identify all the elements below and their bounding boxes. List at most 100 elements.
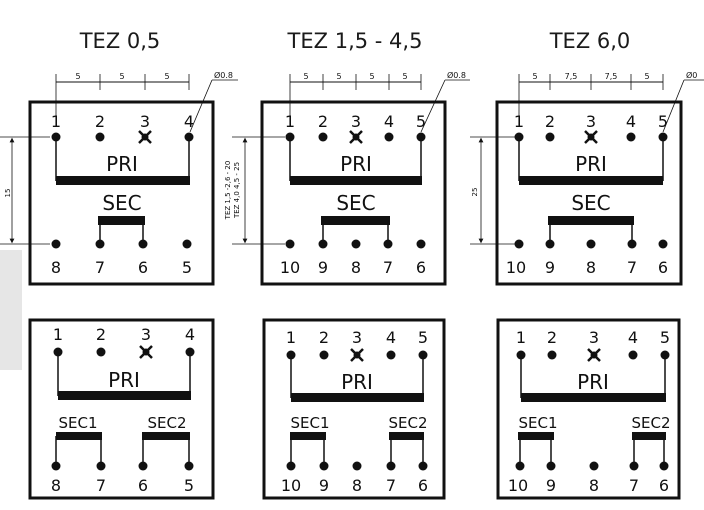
pin-number: 7 xyxy=(627,258,637,277)
pin-number: 7 xyxy=(383,258,393,277)
missing-pin-icon xyxy=(584,130,598,144)
package-outline xyxy=(262,318,446,500)
pin-number: 5 xyxy=(660,328,670,347)
spacing-label: 5 xyxy=(369,72,374,81)
pin-number: 6 xyxy=(658,258,668,277)
pin-number: 3 xyxy=(140,112,150,131)
pin-number: 8 xyxy=(352,476,362,495)
pin-number: 6 xyxy=(416,258,426,277)
primary-winding-bar xyxy=(291,393,424,402)
secondary-1-label: SEC1 xyxy=(58,414,97,432)
diagram-tez-6-0-single: 5 7,5 7,5 5 Ø0 25 1 2 3 4 5 PRI SEC 10 xyxy=(470,70,704,286)
spacing-label: 5 xyxy=(119,72,124,81)
pin-number: 5 xyxy=(418,328,428,347)
pin-diameter-label: Ø0 xyxy=(686,70,697,80)
pin-number: 9 xyxy=(545,258,555,277)
side-dimension-label: TEZ 1,5 -2,6 - 20 xyxy=(224,161,232,221)
primary-winding-bar xyxy=(519,176,663,185)
pin-number: 5 xyxy=(184,476,194,495)
pin-number: 10 xyxy=(281,476,301,495)
pin-diameter-label: Ø0.8 xyxy=(214,70,233,80)
pin-number: 1 xyxy=(285,112,295,131)
pin-number: 7 xyxy=(95,258,105,277)
secondary-winding-bar xyxy=(98,216,145,225)
pin-number: 2 xyxy=(547,328,557,347)
secondary-label: SEC xyxy=(571,191,610,215)
spacing-label: 5 xyxy=(164,72,169,81)
pin-number: 2 xyxy=(95,112,105,131)
pin-number: 1 xyxy=(516,328,526,347)
spacing-label: 5 xyxy=(75,72,80,81)
pin-number: 1 xyxy=(286,328,296,347)
pin-number: 7 xyxy=(96,476,106,495)
pin-number: 6 xyxy=(138,476,148,495)
pin-number: 8 xyxy=(351,258,361,277)
secondary-1-winding-bar xyxy=(56,432,102,440)
spacing-label: 5 xyxy=(402,72,407,81)
pin-number: 7 xyxy=(386,476,396,495)
missing-pin-icon xyxy=(138,130,152,144)
pin-number: 10 xyxy=(506,258,526,277)
pin-number: 8 xyxy=(589,476,599,495)
pin-number: 2 xyxy=(318,112,328,131)
pin-number: 6 xyxy=(418,476,428,495)
missing-pin-icon xyxy=(139,345,153,359)
pin-number: 4 xyxy=(386,328,396,347)
pin-number: 1 xyxy=(514,112,524,131)
pin-number: 1 xyxy=(53,325,63,344)
package-outline xyxy=(495,100,683,286)
primary-label: PRI xyxy=(575,152,607,176)
missing-pin-icon xyxy=(350,348,364,362)
secondary-2-label: SEC2 xyxy=(631,414,670,432)
pin-number: 4 xyxy=(184,112,194,131)
pin-number: 10 xyxy=(508,476,528,495)
diagram-tez-0-5-single: 5 5 5 Ø0.8 15 1 2 3 4 PRI SEC 8 xyxy=(0,70,238,286)
pin-number: 5 xyxy=(416,112,426,131)
primary-winding-bar xyxy=(56,176,190,185)
pin-number: 9 xyxy=(318,258,328,277)
secondary-label: SEC xyxy=(336,191,375,215)
pin-number: 6 xyxy=(138,258,148,277)
pin-number: 1 xyxy=(51,112,61,131)
secondary-1-label: SEC1 xyxy=(290,414,329,432)
spacing-label: 5 xyxy=(532,72,537,81)
primary-label: PRI xyxy=(341,370,373,394)
pin-number: 8 xyxy=(51,258,61,277)
primary-winding-bar xyxy=(290,176,422,185)
secondary-1-label: SEC1 xyxy=(518,414,557,432)
package-outline xyxy=(496,318,681,500)
pin-diameter-label: Ø0.8 xyxy=(447,70,466,80)
side-dimension-label: 25 xyxy=(471,188,479,197)
primary-winding-bar xyxy=(521,393,666,402)
pin-number: 10 xyxy=(280,258,300,277)
title-tez-0-5: TEZ 0,5 xyxy=(79,29,161,53)
pin-dot xyxy=(95,239,105,249)
pin-number: 5 xyxy=(182,258,192,277)
primary-label: PRI xyxy=(340,152,372,176)
secondary-2-winding-bar xyxy=(142,432,190,440)
spacing-label: 5 xyxy=(336,72,341,81)
primary-label: PRI xyxy=(577,370,609,394)
secondary-winding-bar xyxy=(321,216,390,225)
pin-dot xyxy=(182,239,192,249)
pin-dot xyxy=(95,132,105,142)
pin-number: 3 xyxy=(352,328,362,347)
title-tez-6-0: TEZ 6,0 xyxy=(549,29,631,53)
pin-number: 3 xyxy=(141,325,151,344)
spacing-label: 5 xyxy=(644,72,649,81)
pin-number: 9 xyxy=(319,476,329,495)
package-outline xyxy=(28,318,215,500)
secondary-winding-bar xyxy=(548,216,634,225)
diagram-tez-1-5-4-5-single: 5 5 5 5 Ø0.8 TEZ 1,5 -2,6 - 20 TEZ 4,0 4… xyxy=(224,70,470,286)
secondary-2-winding-bar xyxy=(389,432,424,440)
pin-dot xyxy=(138,239,148,249)
title-tez-1-5-4-5: TEZ 1,5 - 4,5 xyxy=(287,29,423,53)
left-shade xyxy=(0,250,22,370)
pin-number: 2 xyxy=(319,328,329,347)
pin-number: 4 xyxy=(628,328,638,347)
secondary-1-winding-bar xyxy=(290,432,326,440)
primary-winding-bar xyxy=(58,391,191,400)
secondary-2-label: SEC2 xyxy=(388,414,427,432)
spacing-label: 7,5 xyxy=(605,72,618,81)
